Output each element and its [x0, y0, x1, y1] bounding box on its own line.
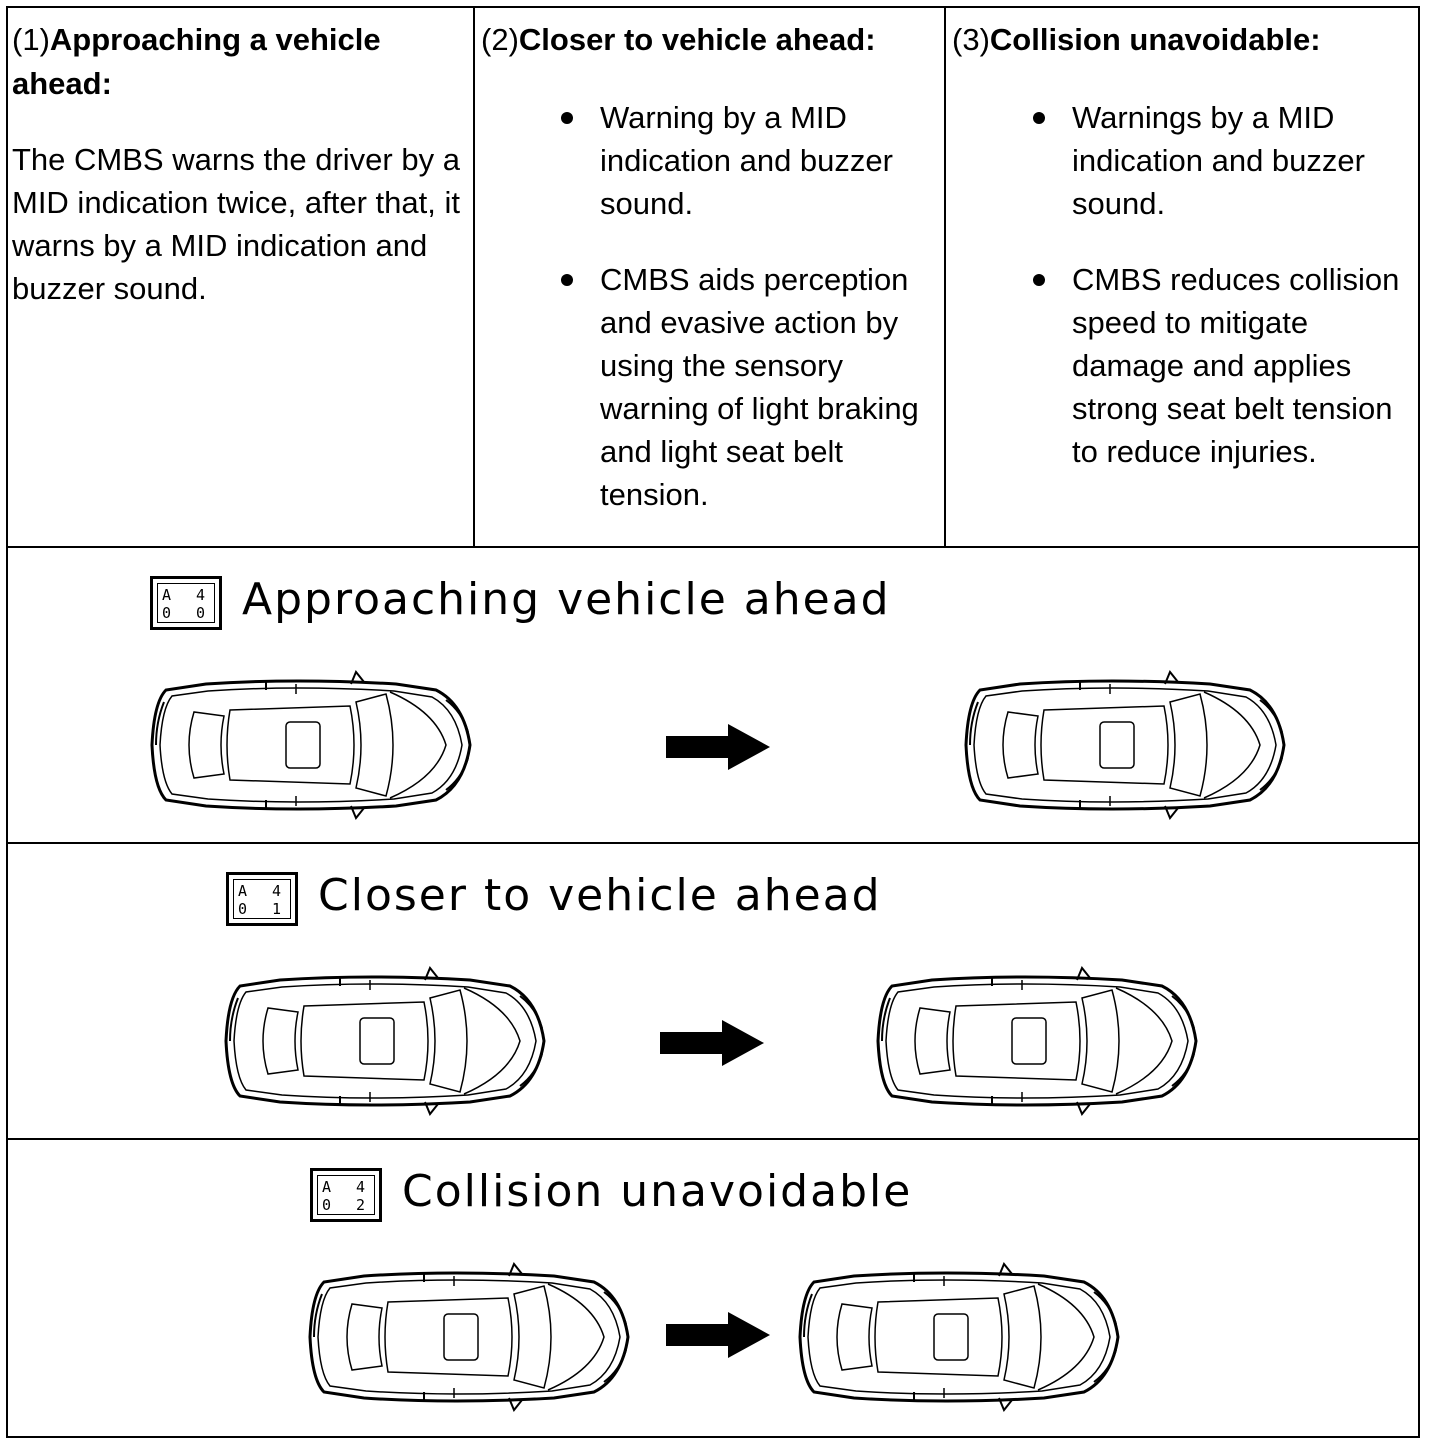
- stage-2-heading: (2)Closer to vehicle ahead:: [481, 18, 876, 62]
- mid-icon-char: A: [238, 882, 248, 900]
- mid-display-icon: A 4 0 0: [150, 576, 222, 630]
- stage-2-title: Closer to vehicle ahead:: [518, 22, 876, 57]
- mid-icon-char: A: [162, 586, 172, 604]
- mid-icon-char: 4: [356, 1178, 366, 1196]
- bullet-item: CMBS aids perception and evasive action …: [475, 258, 944, 516]
- bullet-icon: [561, 112, 573, 124]
- car-icon: [798, 1262, 1120, 1412]
- bullet-text: Warnings by a MID indication and buzzer …: [1072, 100, 1365, 221]
- right-arrow-icon: [660, 1020, 764, 1066]
- bullet-icon: [1033, 112, 1045, 124]
- stage-2-bullet-list: Warning by a MID indication and buzzer s…: [475, 96, 944, 549]
- stage-3-title: Collision unavoidable:: [989, 22, 1321, 57]
- mid-icon-char: 0: [238, 900, 248, 918]
- car-icon: [224, 966, 546, 1116]
- bullet-text: Warning by a MID indication and buzzer s…: [600, 100, 893, 221]
- stage-1-column: (1)Approaching a vehicle ahead: The CMBS…: [6, 6, 475, 546]
- mid-icon-char: 0: [322, 1196, 332, 1214]
- car-icon: [308, 1262, 630, 1412]
- mid-icon-char: A: [322, 1178, 332, 1196]
- stage-1-heading: (1)Approaching a vehicle ahead:: [12, 18, 467, 106]
- stage-3-heading: (3)Collision unavoidable:: [952, 18, 1321, 62]
- stage-3-bullet-list: Warnings by a MID indication and buzzer …: [946, 96, 1420, 506]
- panel-title: Collision unavoidable: [402, 1166, 913, 1217]
- car-icon: [876, 966, 1198, 1116]
- mid-icon-char: 0: [196, 604, 206, 622]
- approaching-panel: A 4 0 0 Approaching vehicle ahead: [6, 548, 1420, 844]
- diagram-frame: [6, 6, 1420, 1438]
- bullet-item: Warnings by a MID indication and buzzer …: [946, 96, 1420, 225]
- collision-panel: A 4 0 2 Collision unavoidable: [6, 1140, 1420, 1438]
- right-arrow-icon: [666, 1312, 770, 1358]
- car-icon: [150, 670, 472, 820]
- bullet-icon: [561, 274, 573, 286]
- stage-3-column: (3)Collision unavoidable: Warnings by a …: [946, 6, 1420, 546]
- bullet-icon: [1033, 274, 1045, 286]
- mid-icon-char: 4: [272, 882, 282, 900]
- right-arrow-icon: [666, 724, 770, 770]
- bullet-text: CMBS aids perception and evasive action …: [600, 262, 919, 512]
- stage-description-table: (1)Approaching a vehicle ahead: The CMBS…: [6, 6, 1420, 548]
- bullet-item: CMBS reduces collision speed to mitigate…: [946, 258, 1420, 473]
- mid-display-icon: A 4 0 2: [310, 1168, 382, 1222]
- mid-icon-char: 2: [356, 1196, 366, 1214]
- stage-2-number: (2): [481, 22, 519, 57]
- stage-1-description: The CMBS warns the driver by a MID indic…: [12, 142, 460, 306]
- bullet-item: Warning by a MID indication and buzzer s…: [475, 96, 944, 225]
- mid-icon-char: 0: [162, 604, 172, 622]
- panel-title: Closer to vehicle ahead: [318, 870, 882, 921]
- panel-title: Approaching vehicle ahead: [242, 574, 891, 625]
- mid-icon-char: 1: [272, 900, 282, 918]
- mid-icon-char: 4: [196, 586, 206, 604]
- stage-1-title: Approaching a vehicle ahead:: [12, 22, 381, 101]
- stage-2-column: (2)Closer to vehicle ahead: Warning by a…: [475, 6, 946, 546]
- bullet-text: CMBS reduces collision speed to mitigate…: [1072, 262, 1400, 469]
- stage-3-number: (3): [952, 22, 990, 57]
- stage-1-number: (1): [12, 22, 50, 57]
- mid-display-icon: A 4 0 1: [226, 872, 298, 926]
- car-icon: [964, 670, 1286, 820]
- closer-panel: A 4 0 1 Closer to vehicle ahead: [6, 844, 1420, 1140]
